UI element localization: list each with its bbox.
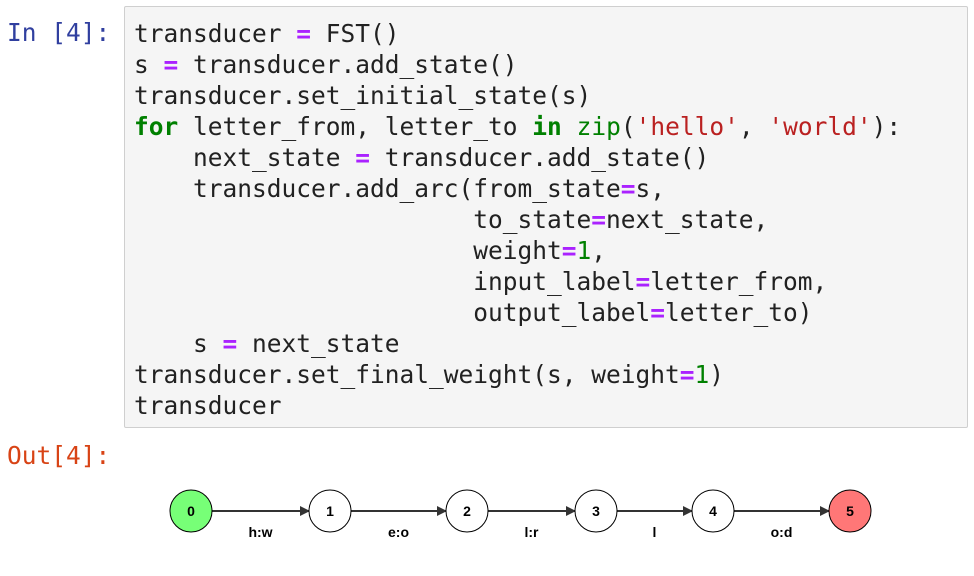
code-token: = bbox=[650, 298, 666, 327]
code-token: FST() bbox=[311, 19, 400, 48]
fst-state-normal bbox=[691, 489, 735, 533]
fst-state-label: 1 bbox=[326, 503, 334, 519]
code-line: next_state = transducer.add_state() bbox=[134, 143, 709, 172]
fst-state-normal bbox=[574, 489, 618, 533]
code-token: in bbox=[532, 112, 562, 141]
code-cell[interactable]: transducer = FST() s = transducer.add_st… bbox=[124, 6, 968, 428]
code-token: s bbox=[134, 329, 223, 358]
fst-arc-label: o:d bbox=[771, 524, 793, 540]
code-editor[interactable]: transducer = FST() s = transducer.add_st… bbox=[134, 18, 901, 421]
code-token: 1 bbox=[576, 236, 592, 265]
code-token: for bbox=[134, 112, 179, 141]
code-token: transducer.add_arc(from_state bbox=[134, 174, 621, 203]
code-line: input_label=letter_from, bbox=[134, 267, 827, 296]
code-token: , bbox=[738, 112, 769, 141]
code-token: = bbox=[222, 329, 238, 358]
code-token: s, bbox=[635, 174, 666, 203]
code-token: 'world' bbox=[768, 112, 872, 141]
code-token: = bbox=[679, 360, 695, 389]
code-line: transducer bbox=[134, 391, 282, 420]
code-token: = bbox=[620, 174, 636, 203]
fst-state-normal bbox=[445, 489, 489, 533]
code-line: s = next_state bbox=[134, 329, 400, 358]
code-token: letter_to) bbox=[665, 298, 813, 327]
fst-state-label: 4 bbox=[709, 503, 717, 519]
code-token: next_state bbox=[134, 143, 356, 172]
code-token: ): bbox=[871, 112, 902, 141]
code-token: = bbox=[296, 19, 312, 48]
fst-arc-label: l bbox=[653, 524, 657, 540]
code-token: letter_from, letter_to bbox=[178, 112, 533, 141]
code-line: transducer.set_initial_state(s) bbox=[134, 81, 591, 110]
code-token: next_state, bbox=[606, 205, 769, 234]
code-line: transducer.set_final_weight(s, weight=1) bbox=[134, 360, 724, 389]
code-line: s = transducer.add_state() bbox=[134, 50, 518, 79]
code-token: transducer bbox=[134, 19, 297, 48]
fst-state-label: 2 bbox=[463, 503, 471, 519]
code-token: transducer.set_final_weight(s, weight bbox=[134, 360, 680, 389]
fst-state-final bbox=[828, 489, 872, 533]
code-token: = bbox=[163, 50, 179, 79]
fst-arc-label: e:o bbox=[388, 524, 409, 540]
code-token: transducer.add_state() bbox=[370, 143, 710, 172]
code-token: transducer bbox=[134, 391, 282, 420]
code-token: ) bbox=[709, 360, 725, 389]
output-prompt: Out[4]: bbox=[7, 441, 111, 470]
code-line: transducer = FST() bbox=[134, 19, 400, 48]
code-token: output_label bbox=[134, 298, 651, 327]
input-prompt: In [4]: bbox=[7, 18, 111, 47]
code-line: transducer.add_arc(from_state=s, bbox=[134, 174, 665, 203]
code-token: = bbox=[591, 205, 607, 234]
fst-state-label: 5 bbox=[846, 503, 854, 519]
code-token: ( bbox=[620, 112, 636, 141]
code-token: letter_from, bbox=[650, 267, 828, 296]
code-token: weight bbox=[134, 236, 562, 265]
fst-state-label: 0 bbox=[187, 503, 195, 519]
code-token: next_state bbox=[237, 329, 400, 358]
code-line: weight=1, bbox=[134, 236, 606, 265]
fst-arc-label: h:w bbox=[248, 524, 272, 540]
fst-state-normal bbox=[308, 489, 352, 533]
code-token: 1 bbox=[694, 360, 710, 389]
fst-state-initial bbox=[169, 489, 213, 533]
fst-diagram: h:w e:o l:r l o:d 0 1 2 3 4 5 bbox=[169, 489, 872, 540]
code-token: to_state bbox=[134, 205, 592, 234]
code-token: = bbox=[561, 236, 577, 265]
code-token: , bbox=[591, 236, 607, 265]
code-token: transducer.set_initial_state(s) bbox=[134, 81, 592, 110]
code-token: zip bbox=[576, 112, 621, 141]
code-line: to_state=next_state, bbox=[134, 205, 768, 234]
code-line: output_label=letter_to) bbox=[134, 298, 813, 327]
code-token: = bbox=[635, 267, 651, 296]
code-token: input_label bbox=[134, 267, 636, 296]
code-token bbox=[562, 112, 577, 141]
fst-state-label: 3 bbox=[592, 503, 600, 519]
code-token: 'hello' bbox=[635, 112, 739, 141]
code-token: transducer.add_state() bbox=[178, 50, 518, 79]
code-line: for letter_from, letter_to in zip('hello… bbox=[134, 112, 901, 141]
code-token: = bbox=[355, 143, 371, 172]
fst-arc-label: l:r bbox=[525, 524, 540, 540]
code-token: s bbox=[134, 50, 164, 79]
